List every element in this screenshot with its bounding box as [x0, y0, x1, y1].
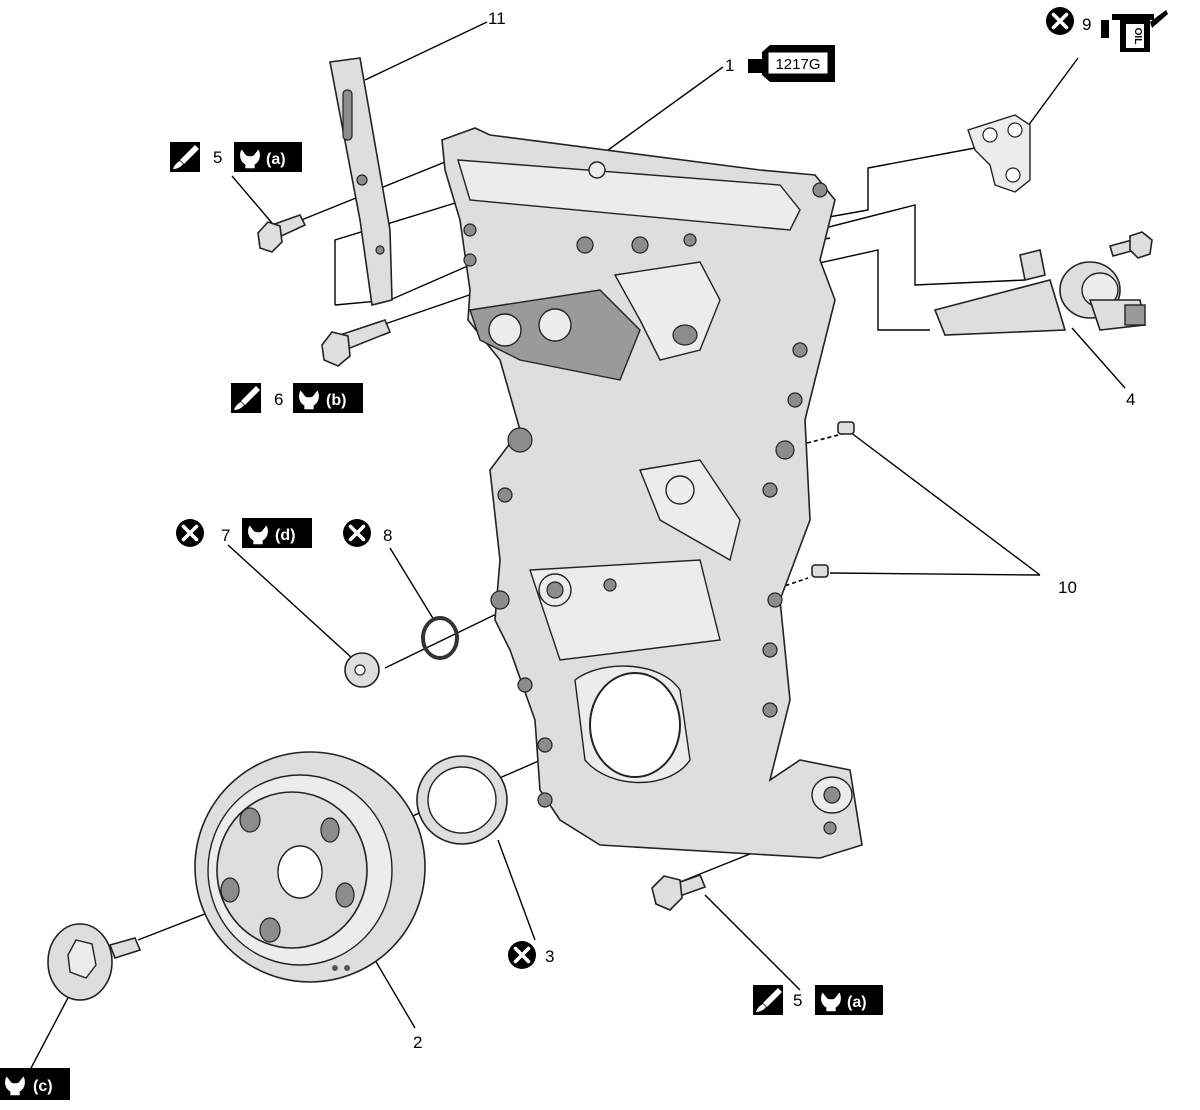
pulley-bolt [47, 923, 142, 1001]
sealant-tube-icon: 1217G [748, 45, 835, 82]
do-not-reuse-icon-7 [175, 518, 205, 548]
oil-control-valve-part-4 [933, 249, 1146, 336]
torque-label-b: (b) [326, 392, 346, 409]
callout-5-top: 5 [213, 148, 222, 167]
bolt-5-top [257, 214, 307, 253]
torque-badge-a-top: (a) [234, 142, 302, 172]
callout-11: 11 [488, 9, 506, 28]
callout-3: 3 [545, 947, 554, 966]
bolt-top-right [1108, 231, 1153, 259]
crankshaft-pulley-part-2 [194, 751, 426, 983]
callout-8: 8 [383, 526, 392, 545]
sealant-label: 1217G [775, 56, 820, 73]
callout-6: 6 [274, 390, 283, 409]
callout-2: 2 [413, 1033, 422, 1052]
torque-badge-a-bottom: (a) [815, 985, 883, 1015]
oil-label: OIL [1132, 28, 1143, 45]
torque-badge-d: (d) [242, 518, 312, 548]
torque-label-a-bottom: (a) [847, 994, 867, 1011]
apply-sealant-icon-5-bottom [753, 985, 783, 1015]
o-ring-part-8 [421, 616, 459, 660]
torque-badge-b: (b) [293, 383, 363, 413]
dowel-pins-part-10 [811, 421, 855, 578]
do-not-reuse-icon-9 [1045, 6, 1075, 36]
oil-seal-part-3 [416, 755, 508, 845]
torque-label-c: (c) [33, 1078, 53, 1095]
callout-4: 4 [1126, 390, 1135, 409]
do-not-reuse-icon-8 [342, 518, 372, 548]
oil-can-icon: OIL [1101, 10, 1168, 52]
torque-label-d: (d) [275, 527, 295, 544]
washer-part-7 [344, 652, 380, 688]
apply-sealant-icon-6 [231, 383, 261, 413]
torque-label-a-top: (a) [266, 151, 286, 168]
callout-9: 9 [1082, 15, 1091, 34]
bracket-part-11 [329, 57, 393, 306]
bolt-6 [321, 319, 392, 367]
apply-sealant-icon-5-top [170, 142, 200, 172]
callout-10: 10 [1058, 578, 1077, 597]
gasket-part-9 [967, 114, 1031, 193]
callout-5-bottom: 5 [793, 991, 802, 1010]
bolt-5-bottom [651, 873, 707, 911]
torque-badge-c: (c) [0, 1068, 70, 1100]
callout-numbers: 11 1 9 5 6 4 7 8 10 3 2 5 [213, 9, 1135, 1052]
callout-7: 7 [221, 526, 230, 545]
do-not-reuse-icon-3 [507, 940, 537, 970]
callout-1: 1 [725, 56, 734, 75]
timing-chain-cover-part-1 [441, 127, 863, 859]
